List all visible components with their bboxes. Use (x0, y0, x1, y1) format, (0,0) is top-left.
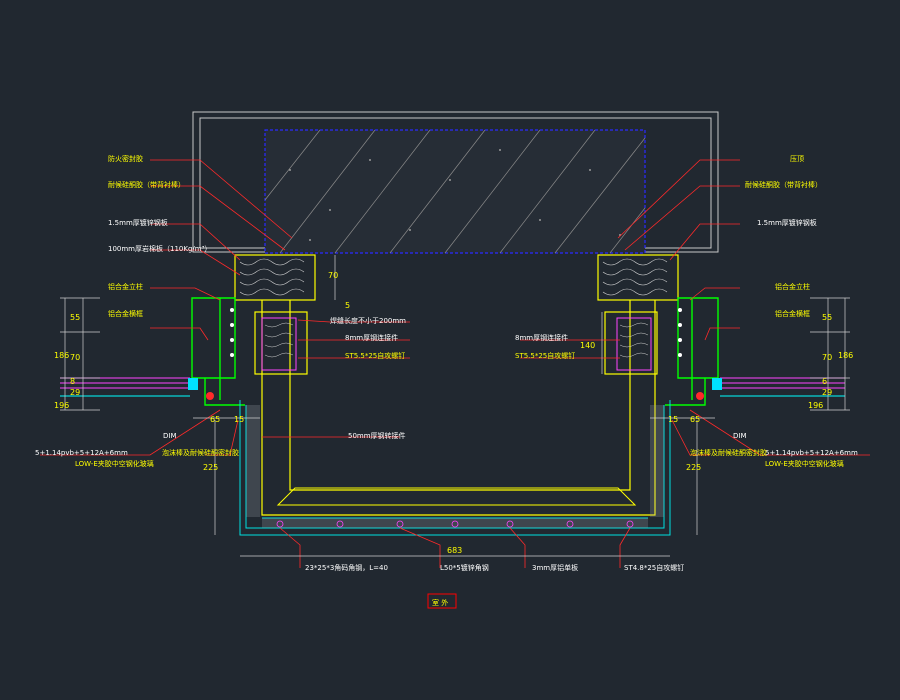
label-glass-left-type: LOW-E夹胶中空钢化玻璃 (75, 459, 154, 468)
dim-8-left: 8 (70, 377, 75, 386)
label-coping: 压顶 (790, 155, 804, 163)
dim-186-right: 186 (838, 351, 853, 360)
label-fire-sealant: 防火密封胶 (108, 154, 143, 163)
label-seal-right: 泡沫棒及耐候硅酮密封胶 (690, 448, 767, 457)
screw-heads (230, 308, 682, 357)
label-bolt-right: ST5.5*25自攻螺钉 (515, 351, 575, 360)
bottom-annotations: 23*25*3角码角钢，L=40 L50*5镀锌角钢 3mm厚铝单板 ST4.8… (305, 563, 684, 572)
label-aluminum-panel: 3mm厚铝单板 (532, 563, 578, 572)
center-annotations: 焊缝长度不小于200mm 8mm厚钢连接件 ST5.5*25自攻螺钉 8mm厚钢… (330, 316, 575, 440)
steel-connector-blocks (261, 317, 652, 371)
u-steel-channel (254, 300, 658, 516)
dim-140-right: 140 (580, 341, 595, 350)
label-transom-right: 铝合金横框 (775, 309, 810, 318)
dim-186-left: 186 (54, 351, 69, 360)
label-angle-steel: L50*5镀锌角钢 (440, 563, 489, 572)
concrete-slab (264, 129, 646, 254)
dim-196-right: 196 (808, 401, 823, 410)
glass-gaskets (188, 378, 722, 400)
dim-15-right: 15 (668, 415, 678, 424)
dim-225-left: 225 (203, 463, 218, 472)
label-steel-plate-left: 1.5mm厚镀锌钢板 (108, 218, 168, 227)
right-annotations: 压顶 耐候硅酮胶（带背衬棒） 1.5mm厚镀锌钢板 铝合金立柱 铝合金横框 5+… (690, 155, 858, 468)
label-dim-right: DIM (733, 432, 747, 440)
dim-196-left: 196 (54, 401, 69, 410)
dim-683: 683 (447, 546, 462, 555)
label-mullion-left: 铝合金立柱 (108, 282, 143, 291)
label-mullion-right: 铝合金立柱 (775, 282, 810, 291)
dim-70-top: 70 (328, 271, 338, 280)
dim-225-right: 225 (686, 463, 701, 472)
label-steel8-right: 8mm厚钢连接件 (515, 333, 568, 342)
aluminum-mullions (191, 297, 719, 406)
bottom-screws (276, 520, 634, 528)
dim-70-left: 70 (70, 353, 80, 362)
label-angle-clip: 23*25*3角码角钢，L=40 (305, 563, 388, 572)
dim-6-right: 6 (822, 377, 827, 386)
label-steel8-left: 8mm厚钢连接件 (345, 333, 398, 342)
label-transom-left: 铝合金横框 (108, 309, 143, 318)
dimension-values: 70 5 55 70 186 29 8 196 65 15 225 140 55… (54, 271, 853, 555)
dim-65-right: 65 (690, 415, 700, 424)
label-weld-length: 焊缝长度不小于200mm (330, 316, 406, 325)
dim-55-right: 55 (822, 313, 832, 322)
dim-29-left: 29 (70, 388, 80, 397)
leader-lines (40, 159, 870, 568)
left-annotations: 防火密封胶 耐候硅酮胶（带背衬棒） 1.5mm厚镀锌钢板 100mm厚岩棉板（1… (35, 154, 239, 468)
title-outdoor: 室 外 (432, 598, 448, 607)
label-rockwool: 100mm厚岩棉板（110Kg/m³） (108, 244, 211, 253)
aluminum-cladding (239, 400, 671, 536)
glass-left (60, 377, 190, 397)
label-sealant-right: 耐候硅酮胶（带背衬棒） (745, 180, 822, 189)
label-glass-left: 5+1.14pvb+5+12A+6mm (35, 449, 128, 457)
dim-70-right: 70 (822, 353, 832, 362)
label-glass-right: 5+1.14pvb+5+12A+6mm (765, 449, 858, 457)
dim-29-right: 29 (822, 388, 832, 397)
label-bolt-left: ST5.5*25自攻螺钉 (345, 351, 405, 360)
dim-5: 5 (345, 301, 350, 310)
dim-65-left: 65 (210, 415, 220, 424)
section-title: 室 外 (427, 593, 457, 609)
label-hollow-steel: 50mm厚钢转接件 (348, 431, 406, 440)
right-insulation-box (597, 254, 679, 301)
left-insulation-box (234, 254, 316, 301)
dim-15-left: 15 (234, 415, 244, 424)
label-steel-plate-right: 1.5mm厚镀锌钢板 (757, 218, 817, 227)
dimension-lines (60, 255, 850, 557)
label-glass-right-type: LOW-E夹胶中空钢化玻璃 (765, 459, 844, 468)
label-dim-left: DIM (163, 432, 177, 440)
dim-55-left: 55 (70, 313, 80, 322)
label-sealant-left: 耐候硅酮胶（带背衬棒） (108, 180, 185, 189)
inner-ceiling-line (276, 487, 637, 506)
label-seal-left: 泡沫棒及耐候硅酮密封胶 (162, 448, 239, 457)
cladding-hatch (246, 405, 664, 528)
label-screw: ST4.8*25自攻螺钉 (624, 563, 684, 572)
